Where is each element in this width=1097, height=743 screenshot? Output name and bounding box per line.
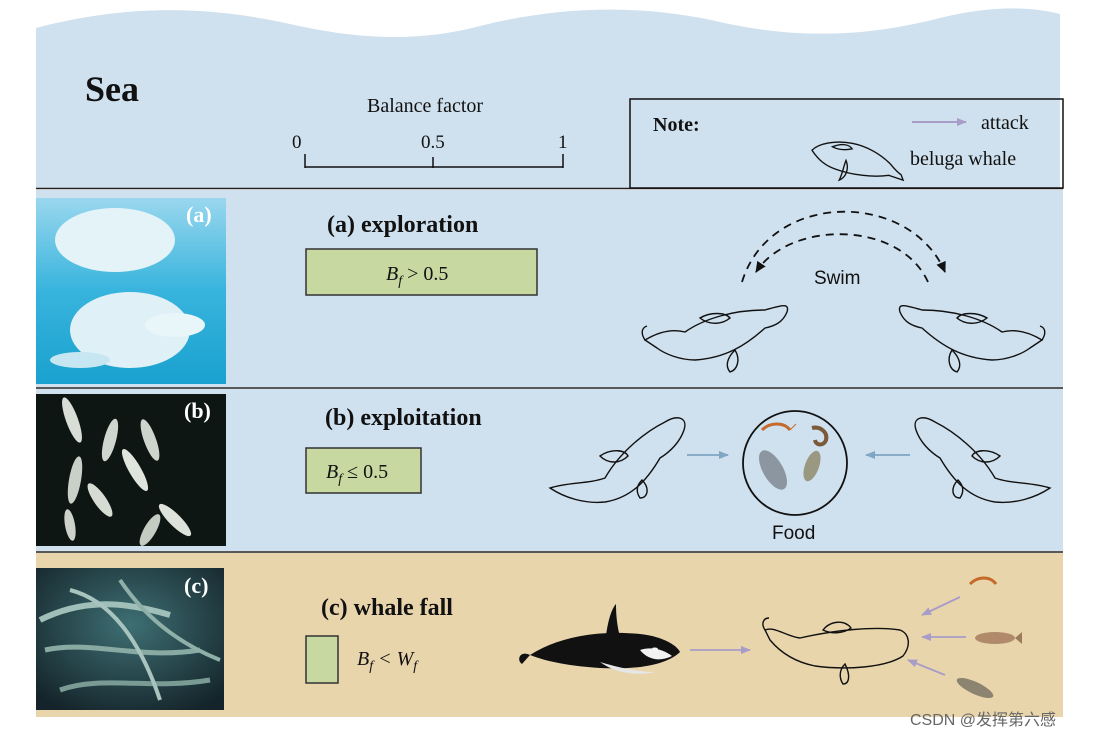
beluga-outline — [898, 305, 1046, 373]
balance-factor-label: Balance factor — [367, 95, 483, 117]
note-label: Note: — [653, 114, 700, 136]
cond-rest: > 0.5 — [402, 263, 448, 285]
swim-arc — [741, 210, 946, 283]
attack-arrow — [921, 596, 961, 616]
watermark: CSDN @发挥第六感 — [910, 711, 1056, 729]
photo-label-b: (b) — [184, 398, 211, 423]
section-title-b: (b) exploitation — [325, 405, 482, 431]
swim-label: Swim — [814, 268, 860, 289]
shrimp-icon — [760, 422, 797, 432]
balance-scale: 0 0.5 1 — [292, 132, 568, 168]
section-title-c: (c) whale fall — [321, 595, 453, 621]
note-box: Note: attack beluga whale — [629, 98, 1064, 189]
food-circle — [742, 410, 848, 516]
condition-b: Bf ≤ 0.5 — [326, 461, 388, 487]
cond-sub: f — [338, 472, 344, 487]
cond-rest: < W — [373, 648, 415, 670]
page-title: Sea — [85, 69, 139, 109]
fish-icon — [975, 632, 1022, 644]
photo-c — [36, 568, 224, 710]
food-label: Food — [772, 523, 815, 544]
photo-a — [36, 198, 226, 384]
beluga-legend-label: beluga whale — [910, 148, 1016, 170]
beluga-whale-icon — [811, 141, 905, 182]
condition-box-a — [305, 248, 538, 296]
cond-var: B — [357, 648, 369, 670]
section-title-a: (a) exploration — [327, 212, 478, 238]
beluga-outline — [762, 617, 909, 685]
photo-label-a: (a) — [186, 202, 212, 227]
attack-legend-label: attack — [981, 112, 1029, 134]
condition-box-c — [305, 635, 339, 684]
photo-b — [36, 394, 226, 546]
worm-icon — [811, 425, 829, 447]
shrimp-icon — [968, 576, 998, 586]
attack-arrow — [907, 659, 946, 676]
scale-tick-label: 1 — [558, 132, 568, 153]
fish-icon — [759, 450, 787, 490]
sea-wave-band — [36, 8, 1060, 188]
beluga-outline — [914, 417, 1052, 504]
orca-icon — [519, 604, 680, 674]
fish-icon — [803, 450, 821, 482]
beluga-outline — [548, 417, 686, 504]
fish-icon — [956, 677, 994, 699]
cond-var: B — [386, 263, 398, 285]
cond-var: B — [326, 461, 338, 483]
photo-label-c: (c) — [184, 573, 208, 598]
beluga-outline — [641, 305, 789, 373]
cond-sub: f — [369, 659, 375, 674]
scale-tick-label: 0.5 — [421, 132, 445, 153]
cond-rest: ≤ 0.5 — [342, 461, 388, 483]
cond-sub: f — [398, 274, 404, 289]
cond-sub: f — [413, 659, 419, 674]
scale-tick-label: 0 — [292, 132, 302, 153]
condition-a: Bf > 0.5 — [386, 263, 448, 289]
swim-arc — [755, 233, 929, 283]
condition-c: Bf < Wf — [357, 648, 419, 674]
condition-box-b — [305, 447, 422, 494]
